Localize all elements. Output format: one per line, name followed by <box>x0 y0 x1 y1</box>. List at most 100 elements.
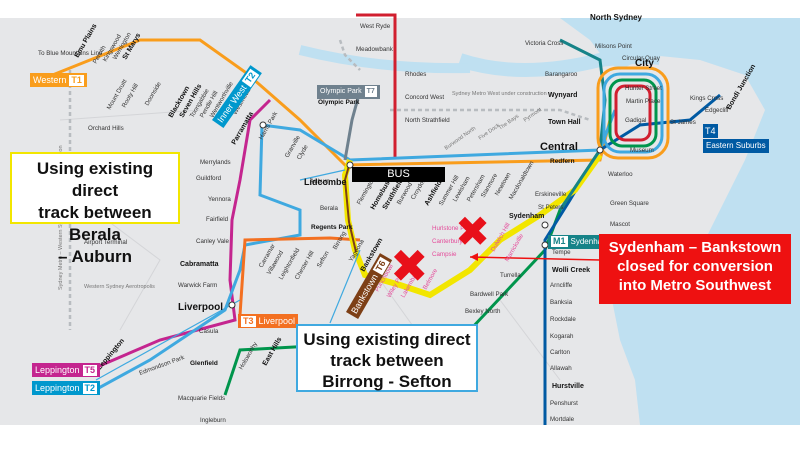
badge-t3-name: Liverpool <box>258 316 296 326</box>
callout-sefton-line-1: Using existing direct <box>303 330 471 349</box>
closed-arrow-head <box>470 253 478 261</box>
callout-birrong-sefton: Using existing direct track between Birr… <box>296 324 478 392</box>
badge-t4-eastern-suburbs: Eastern Suburbs <box>703 139 769 153</box>
callout-arrows <box>95 169 361 381</box>
city-circle-green <box>608 78 658 148</box>
badge-t5-name: Leppington <box>35 365 80 375</box>
badge-t2-lep-name: Leppington <box>35 383 80 393</box>
label-carlton: Carlton <box>550 349 571 356</box>
badge-t1-name: Western <box>33 75 67 85</box>
label-airport-terminal: Airport Terminal <box>84 239 127 246</box>
label-guildford: Guildford <box>196 175 222 182</box>
label-yennora: Yennora <box>208 196 231 203</box>
station-markers <box>228 121 604 309</box>
label-hunter-street: Hunter Street <box>625 85 662 92</box>
label-green-square: Green Square <box>610 200 649 207</box>
city-circle-orange <box>596 66 670 160</box>
label-wynyard: Wynyard <box>548 92 577 99</box>
callout-sydenham-bankstown-closed: Sydenham – Bankstown closed for conversi… <box>599 234 791 304</box>
line-t6-bankstown <box>343 161 357 253</box>
label-wolli-creek: Wolli Creek <box>552 267 590 274</box>
label-milsons-point: Milsons Point <box>595 43 632 50</box>
label-bardwell-park: Bardwell Park <box>470 291 509 298</box>
badge-t4-code-text: T4 <box>705 126 716 136</box>
label-meadowbank: Meadowbank <box>356 46 394 53</box>
parramatta-river <box>457 49 662 77</box>
label-olympic-park: Olympic Park <box>318 99 360 106</box>
label-waterloo: Waterloo <box>608 171 633 178</box>
callout-auburn-line-2: track between Berala <box>38 203 152 244</box>
label-museum: Museum <box>630 147 654 154</box>
callout-berala-auburn: Using existing direct track between Bera… <box>10 152 180 266</box>
badge-t1-code: T1 <box>69 75 84 86</box>
label-north-sydney: North Sydney <box>590 13 643 22</box>
label-kogarah: Kogarah <box>550 333 574 340</box>
label-bexley-north: Bexley North <box>465 308 501 315</box>
line-t9-northern <box>356 13 397 158</box>
city-circle-blue <box>602 72 664 154</box>
label-st-peters: St Peters <box>538 204 563 211</box>
label-town-hall: Town Hall <box>548 119 581 126</box>
river-west <box>298 45 471 74</box>
closed-arrow <box>469 256 601 261</box>
badge-t2-lep-code: T2 <box>82 383 98 394</box>
label-to-blue-mountains: To Blue Mountains Line <box>38 50 103 57</box>
label-hurlstone-park: Hurlstone Park <box>432 225 474 232</box>
label-edgecliff: Edgecliff <box>705 107 729 114</box>
label-north-strathfield: North Strathfield <box>405 117 450 124</box>
closure-x-icon: ✖ <box>455 207 491 256</box>
bus-replacement-label: BUS <box>352 167 445 182</box>
badge-t7-name: Olympic Park <box>320 88 362 95</box>
label-martin-place: Martin Place <box>626 98 661 105</box>
label-glenfield: Glenfield <box>190 360 218 367</box>
station-dot-parramatta <box>259 121 267 129</box>
label-berala: Berala <box>320 205 338 212</box>
badge-t3-code: T3 <box>241 316 256 327</box>
label-turrella: Turrella <box>500 272 521 279</box>
label-kings-cross: Kings Cross <box>690 95 723 102</box>
label-central: Central <box>540 141 578 153</box>
label-barangaroo: Barangaroo <box>545 71 578 78</box>
badge-t4-name: Eastern Suburbs <box>706 141 766 150</box>
callout-sefton-line-3: Birrong - Sefton <box>322 372 452 391</box>
closure-x-icon: ✖ <box>390 239 429 293</box>
label-ingleburn: Ingleburn <box>200 417 226 424</box>
label-orchard-hills: Orchard Hills <box>88 125 124 132</box>
badge-t4-code: T4 <box>703 124 718 138</box>
label-rhodes: Rhodes <box>405 71 426 78</box>
label-tempe: Tempe <box>552 249 571 256</box>
label-macquarie-fields: Macquarie Fields <box>178 395 225 402</box>
badge-t5-code: T5 <box>82 365 98 376</box>
label-cabramatta: Cabramatta <box>180 261 219 268</box>
label-metro-west-note: Sydney Metro West under construction <box>452 91 547 97</box>
station-dot-liverpool <box>228 301 236 309</box>
badge-m1-code: M1 <box>551 236 568 247</box>
label-aerotropolis: Western Sydney Aerotropolis <box>84 284 155 290</box>
callout-closed-line-1: Sydenham – Bankstown <box>608 239 782 256</box>
callout-auburn-line-1: Using existing direct <box>36 159 154 200</box>
label-canley-vale: Canley Vale <box>196 238 229 245</box>
label-st-james: St James <box>670 119 696 126</box>
label-circular-quay: Circular Quay <box>622 55 661 62</box>
label-victoria-cross: Victoria Cross <box>525 40 563 47</box>
station-labels: To Blue Mountains Line West Ryde Meadowb… <box>38 23 729 424</box>
label-liverpool: Liverpool <box>178 302 223 313</box>
harbour-water <box>560 18 800 425</box>
badge-t7-code: T7 <box>364 86 377 97</box>
label-auburn: Auburn <box>310 178 331 185</box>
label-casula: Casula <box>199 328 219 335</box>
badge-m1-name: Sydenham <box>570 237 609 246</box>
label-penshurst: Penshurst <box>550 400 578 407</box>
label-mortdale: Mortdale <box>550 416 575 423</box>
line-t1-western <box>39 38 612 167</box>
label-west-ryde: West Ryde <box>360 23 391 30</box>
callout-closed-line-3: into Metro Southwest <box>618 277 772 294</box>
label-sydenham: Sydenham <box>509 213 544 220</box>
label-city: City <box>635 58 654 69</box>
label-lidcombe: Lidcombe <box>304 177 347 187</box>
